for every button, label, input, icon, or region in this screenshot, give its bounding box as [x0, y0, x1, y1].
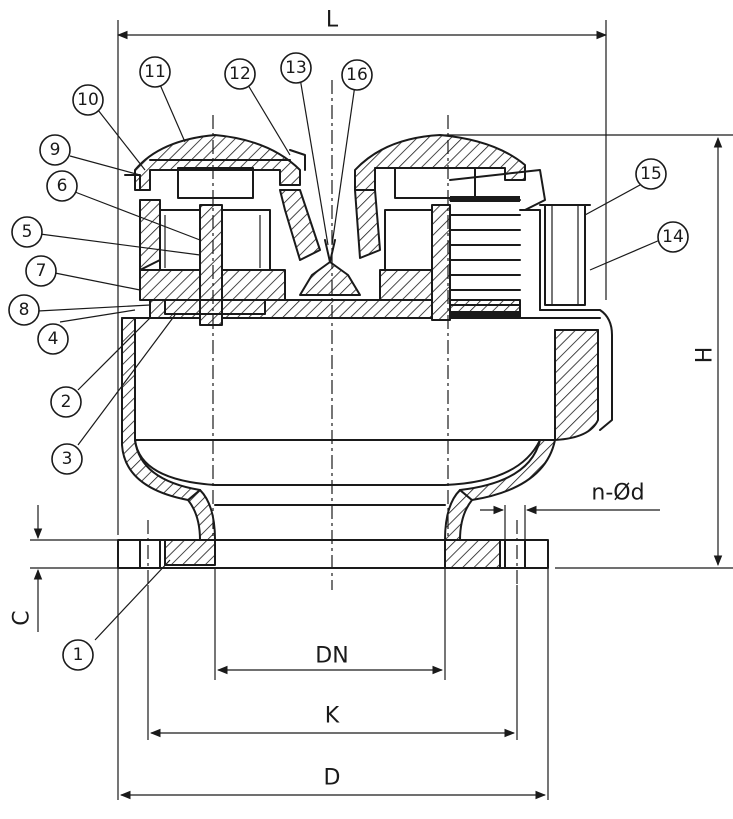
svg-text:3: 3 [62, 449, 73, 469]
right-cap-assembly [354, 134, 591, 321]
center-nozzle [299, 239, 361, 296]
svg-text:13: 13 [285, 58, 307, 78]
svg-text:2: 2 [61, 392, 72, 412]
callout-13: 13 [280, 52, 312, 84]
callout-1: 1 [62, 639, 94, 671]
svg-text:15: 15 [640, 164, 662, 184]
dimension-lines [30, 20, 733, 800]
callout-14: 14 [657, 221, 689, 253]
callout-9: 9 [39, 134, 71, 166]
svg-text:10: 10 [77, 90, 99, 110]
dim-label-C: C [10, 610, 35, 625]
leader-lines [37, 77, 661, 641]
svg-text:14: 14 [662, 227, 684, 247]
svg-text:5: 5 [22, 222, 33, 242]
callout-11: 11 [139, 56, 171, 88]
callout-4: 4 [37, 323, 69, 355]
callout-15: 15 [635, 158, 667, 190]
callout-3: 3 [51, 443, 83, 475]
dim-label-H: H [693, 347, 718, 364]
callout-5: 5 [11, 216, 43, 248]
callout-6: 6 [46, 170, 78, 202]
callout-16: 16 [341, 59, 373, 91]
center-lines [147, 80, 518, 590]
left-cap-assembly [124, 134, 321, 326]
svg-text:16: 16 [346, 65, 368, 85]
dim-label-DN: DN [315, 644, 348, 669]
callout-8: 8 [8, 294, 40, 326]
svg-text:8: 8 [19, 300, 30, 320]
svg-text:9: 9 [50, 140, 61, 160]
svg-text:4: 4 [48, 329, 59, 349]
svg-text:11: 11 [144, 62, 166, 82]
valve-body [117, 299, 613, 569]
dim-label-D: D [324, 766, 341, 791]
dim-label-L: L [326, 8, 339, 33]
svg-text:6: 6 [57, 176, 68, 196]
dim-label-K: K [325, 704, 340, 729]
callout-10: 10 [72, 84, 104, 116]
callout-2: 2 [50, 386, 82, 418]
callout-12: 12 [224, 58, 256, 90]
dim-label-holes: n-Ød [591, 481, 644, 506]
svg-text:7: 7 [36, 261, 47, 281]
svg-text:12: 12 [229, 64, 251, 84]
callout-7: 7 [25, 255, 57, 287]
svg-text:1: 1 [73, 645, 84, 665]
